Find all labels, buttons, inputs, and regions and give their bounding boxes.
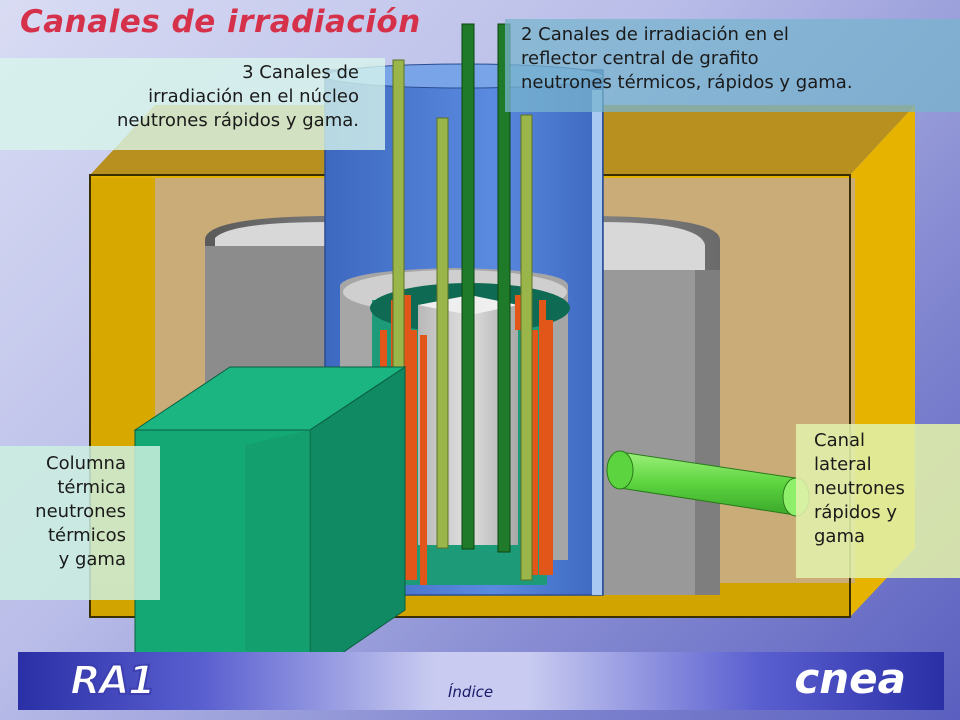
- thermal-column: [133, 366, 407, 676]
- callout-lateral-channel: Canal lateral neutrones rápidos y gama: [796, 424, 960, 578]
- callout-line: Canal: [814, 430, 866, 451]
- callout-line: neutrones: [35, 501, 126, 522]
- callout-line: neutrones: [814, 478, 905, 499]
- callout-thermal-column: Columna térmica neutrones térmicos y gam…: [0, 446, 160, 600]
- callout-line: rápidos y: [814, 502, 898, 523]
- callout-line: gama: [814, 526, 866, 547]
- callout-line: lateral: [814, 454, 872, 475]
- callout-line: térmica: [57, 477, 126, 498]
- callout-line: irradiación en el núcleo: [148, 86, 359, 107]
- callout-line: reflector central de grafito: [521, 48, 759, 69]
- callout-line: 2 Canales de irradiación en el: [521, 24, 789, 45]
- page-title: Canales de irradiación: [20, 4, 421, 40]
- index-link[interactable]: Índice: [448, 683, 494, 701]
- cnea-logo: cnea: [794, 654, 906, 703]
- callout-line: 3 Canales de: [242, 62, 359, 83]
- ra1-logo[interactable]: RA1: [69, 657, 157, 705]
- callout-line: y gama: [58, 549, 126, 570]
- callout-line: térmicos: [47, 525, 126, 546]
- callout-reflector-channels: 2 Canales de irradiación en el reflector…: [505, 19, 960, 112]
- reflector-irradiation-channels: [461, 23, 511, 553]
- callout-line: neutrones rápidos y gama.: [116, 110, 359, 131]
- footer-bar: RA1 Índice cnea: [18, 652, 944, 710]
- callout-line: Columna: [46, 453, 126, 474]
- callout-line: neutrones térmicos, rápidos y gama.: [521, 72, 853, 93]
- callout-core-channels: 3 Canales de irradiación en el núcleo ne…: [0, 58, 385, 150]
